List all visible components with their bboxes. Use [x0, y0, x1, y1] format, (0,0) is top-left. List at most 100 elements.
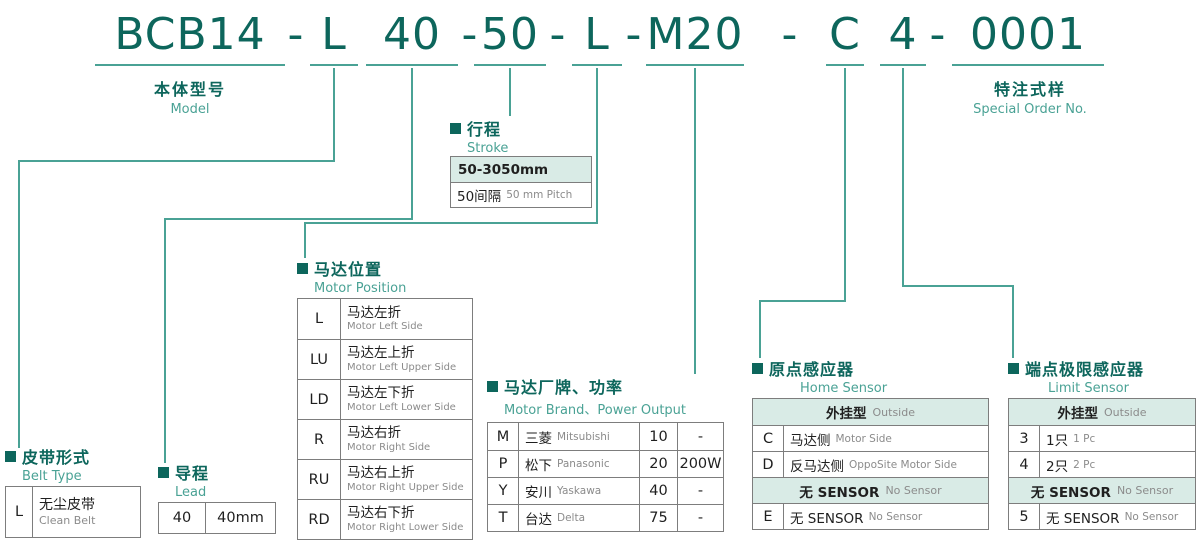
limit-sensor-section-header: 端点极限感应器 Limit Sensor — [1008, 356, 1144, 396]
connector-line — [304, 222, 306, 258]
code-separator: - — [929, 9, 947, 60]
table-row: L 无尘皮带 Clean Belt — [6, 487, 140, 537]
special-order-label-en: Special Order No. — [973, 102, 1087, 117]
stroke-title-en: Stroke — [467, 141, 509, 156]
description-en: Motor Left Lower Side — [347, 401, 456, 413]
connector-line — [333, 68, 335, 162]
code-cell: C — [762, 430, 774, 447]
square-bullet-icon — [450, 122, 461, 134]
brand-cell: 松下 Panasonic — [518, 451, 639, 477]
connector-line — [304, 222, 598, 224]
connector-line — [694, 68, 696, 374]
connector-line — [844, 68, 846, 302]
description-cell: 马达左折 Motor Left Side — [340, 299, 472, 339]
power-code-cell: 10 — [639, 423, 677, 450]
code-cell: E — [763, 508, 773, 525]
table-row: LD 马达左下折 Motor Left Lower Side — [298, 379, 472, 419]
table-row: D 反马达侧 OppoSite Motor Side — [753, 451, 988, 477]
connector-line — [18, 160, 335, 162]
connector-line — [902, 68, 904, 287]
power-code-cell: 20 — [639, 451, 677, 477]
home-sensor-title-en: Home Sensor — [800, 381, 888, 396]
power-code-cell: 75 — [639, 505, 677, 531]
power-code-cell: 40 — [639, 478, 677, 504]
connector-line — [759, 300, 761, 358]
brand-cell: 三菱 Mitsubishi — [518, 423, 639, 450]
motor-brand-section-header: 马达厂牌、功率 Motor Brand、Power Output — [487, 374, 686, 418]
description-en: No Sensor — [1124, 510, 1179, 523]
table-row: RD 马达右下折 Motor Right Lower Side — [298, 499, 472, 539]
special-order-label: 特注式样 Special Order No. — [930, 76, 1130, 117]
square-bullet-icon — [487, 380, 498, 392]
table-row: T 台达 Delta 75 - — [488, 504, 723, 531]
description-cell: 马达左上折 Motor Left Upper Side — [340, 340, 472, 379]
group-header-row: 无 SENSOR No Sensor — [1009, 477, 1195, 503]
table-row: RU 马达右上折 Motor Right Upper Side — [298, 459, 472, 499]
connector-line — [411, 68, 413, 220]
belt-type-section-header: 皮带形式 Belt Type — [5, 444, 90, 484]
motor-brand-title-en: Motor Brand、Power Output — [504, 403, 687, 418]
brand-en: Yaskawa — [557, 485, 602, 497]
table-row: M 三菱 Mitsubishi 10 - — [488, 423, 723, 450]
code-segment-model: BCB14 — [95, 6, 285, 66]
code-cell: L — [314, 311, 324, 327]
code-cell: 5 — [1019, 508, 1029, 525]
motor-position-title-zh: 马达位置 — [314, 260, 383, 279]
connector-line — [1012, 285, 1014, 358]
brand-zh: 三菱 — [525, 430, 552, 447]
pitch-en: 50 mm Pitch — [506, 189, 573, 201]
code-cell: M — [496, 428, 510, 445]
group-en: Outside — [872, 405, 915, 419]
group-zh: 无 SENSOR — [799, 484, 880, 501]
description-cell: 无 SENSOR No Sensor — [783, 504, 988, 529]
table-row: 5 无 SENSOR No Sensor — [1009, 503, 1195, 529]
group-header-row: 无 SENSOR No Sensor — [753, 477, 988, 503]
description-cell: 无尘皮带 Clean Belt — [32, 487, 140, 537]
description-cell: 马达右下折 Motor Right Lower Side — [340, 500, 472, 539]
limit-sensor-table: 外挂型 Outside 3 1只 1 Pc 4 2只 2 Pc 无 SENSOR… — [1008, 398, 1196, 530]
brand-en: Delta — [557, 512, 586, 524]
code-separator: - — [549, 9, 567, 60]
code-segment-lead: 40 — [366, 6, 458, 66]
stroke-section-header: 行程 Stroke — [450, 116, 508, 156]
description-zh: 马达右折 — [347, 425, 401, 442]
code-cell: Y — [498, 483, 508, 499]
model-label-en: Model — [170, 102, 210, 117]
description-en: Motor Right Upper Side — [347, 481, 464, 493]
connector-line — [164, 218, 166, 463]
description-en: Clean Belt — [39, 513, 96, 527]
description-cell: 2只 2 Pc — [1039, 452, 1195, 477]
code-segment-motor-position: L — [572, 6, 622, 66]
table-row: 40 40mm — [159, 503, 275, 533]
description-zh: 马达侧 — [790, 432, 831, 449]
brand-zh: 松下 — [525, 458, 552, 474]
lead-table: 40 40mm — [158, 502, 276, 534]
motor-position-table: L 马达左折 Motor Left Side LU 马达左上折 Motor Le… — [297, 298, 473, 540]
table-row: LU 马达左上折 Motor Left Upper Side — [298, 339, 472, 379]
group-en: No Sensor — [1116, 484, 1174, 497]
description-zh: 1只 — [1046, 432, 1069, 449]
connector-line — [18, 160, 20, 448]
limit-sensor-title-en: Limit Sensor — [1048, 381, 1129, 396]
table-row: R 马达右折 Motor Right Side — [298, 419, 472, 459]
table-row: Y 安川 Yaskawa 40 - — [488, 477, 723, 504]
connector-line — [509, 68, 511, 116]
description-zh: 无 SENSOR — [1046, 510, 1120, 527]
code-cell: RU — [308, 471, 330, 488]
code-cell: RD — [308, 511, 330, 528]
code-segment-limit-sensor: 4 — [880, 6, 926, 66]
description-zh: 无 SENSOR — [790, 510, 864, 527]
home-sensor-title-zh: 原点感应器 — [769, 360, 855, 379]
code-separator: - — [781, 9, 799, 60]
description-zh: 马达右上折 — [347, 465, 415, 482]
table-row: 3 1只 1 Pc — [1009, 425, 1195, 451]
code-cell: 3 — [1019, 430, 1029, 447]
brand-zh: 台达 — [525, 512, 552, 528]
description-zh: 马达左上折 — [347, 345, 415, 362]
description-cell: 反马达侧 OppoSite Motor Side — [783, 452, 988, 477]
belt-type-table: L 无尘皮带 Clean Belt — [5, 486, 141, 538]
description-zh: 马达左折 — [347, 304, 401, 321]
description-en: Motor Left Upper Side — [347, 361, 457, 373]
value-cell: 40mm — [205, 503, 275, 533]
table-row: 50间隔 50 mm Pitch — [451, 182, 591, 207]
